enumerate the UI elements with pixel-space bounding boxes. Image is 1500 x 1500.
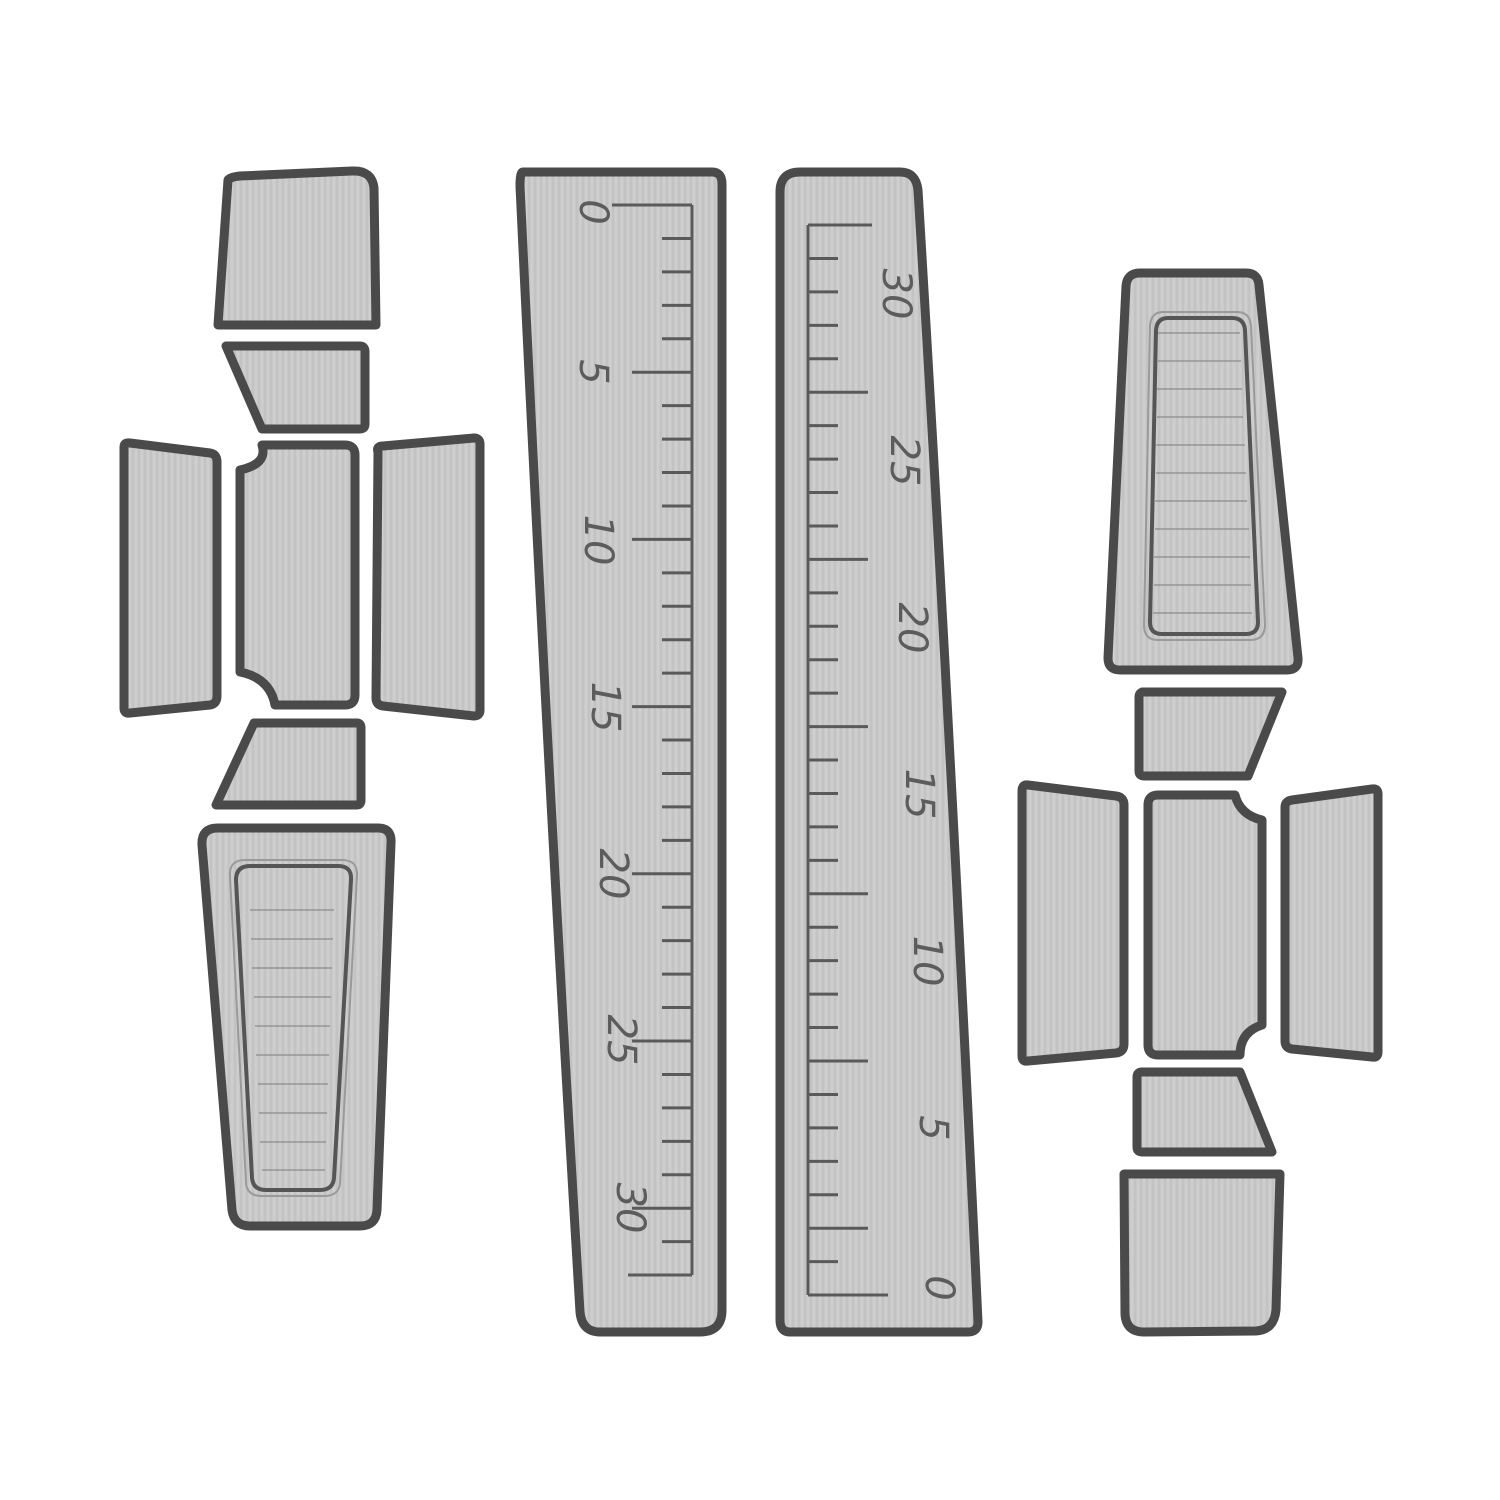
- right-upper-wedge-pad: [1134, 687, 1287, 781]
- right-center-pad: [1143, 790, 1267, 1060]
- left-ruler-label-15: 15: [582, 682, 628, 733]
- right-ruler-outline: [775, 167, 983, 1337]
- left-tail-pad-inset: [233, 864, 354, 1192]
- left-ruler-label-5: 5: [570, 359, 616, 384]
- left-tail-pad-grooves: [250, 909, 334, 1171]
- right-ruler-label-25: 25: [881, 436, 927, 487]
- right-tail-pad: [1119, 1169, 1285, 1337]
- right-ruler-label-0: 0: [916, 1275, 962, 1300]
- left-ruler-label-0: 0: [570, 199, 616, 224]
- left-ruler-label-10: 10: [575, 515, 621, 566]
- left-ruler-scale: [612, 203, 694, 1277]
- left-ruler-label-20: 20: [590, 849, 636, 900]
- right-nose-pad-inset-edge: [1142, 311, 1267, 641]
- left-ruler-label-30: 30: [607, 1183, 653, 1234]
- right-nose-pad-grooves: [1153, 332, 1252, 614]
- right-lower-wedge-pad: [1132, 1067, 1277, 1157]
- left-top-pad: [213, 166, 381, 330]
- left-tail-pad-inset-edge: [228, 859, 359, 1197]
- right-wing-pad-outer: [1017, 780, 1129, 1066]
- left-ruler-label-25: 25: [598, 1015, 644, 1066]
- left-wing-pad-outer: [119, 438, 222, 718]
- left-ruler-pad: 0 5 10 15 20 25 30: [515, 167, 727, 1337]
- right-ruler-pad: 30 25 20 15 10 5 0: [775, 167, 983, 1337]
- right-ruler-label-15: 15: [896, 769, 942, 820]
- left-lower-wedge-pad: [211, 718, 366, 810]
- left-ruler-labels: 0 5 10 15 20 25 30: [570, 199, 653, 1233]
- right-ruler-label-30: 30: [873, 269, 919, 320]
- right-nose-pad-inset: [1147, 316, 1261, 636]
- left-upper-wedge-pad: [221, 341, 370, 434]
- right-pad-set: [1017, 268, 1383, 1337]
- right-wing-pad-inner: [1280, 784, 1383, 1062]
- left-wing-pad-inner: [371, 433, 485, 721]
- right-ruler-scale: [806, 223, 888, 1297]
- left-pad-set: [119, 166, 485, 1231]
- right-ruler-labels: 30 25 20 15 10 5 0: [873, 269, 962, 1301]
- right-ruler-label-20: 20: [889, 603, 935, 654]
- left-center-pad: [235, 440, 360, 710]
- right-ruler-label-10: 10: [904, 936, 950, 987]
- right-ruler-label-5: 5: [910, 1115, 956, 1140]
